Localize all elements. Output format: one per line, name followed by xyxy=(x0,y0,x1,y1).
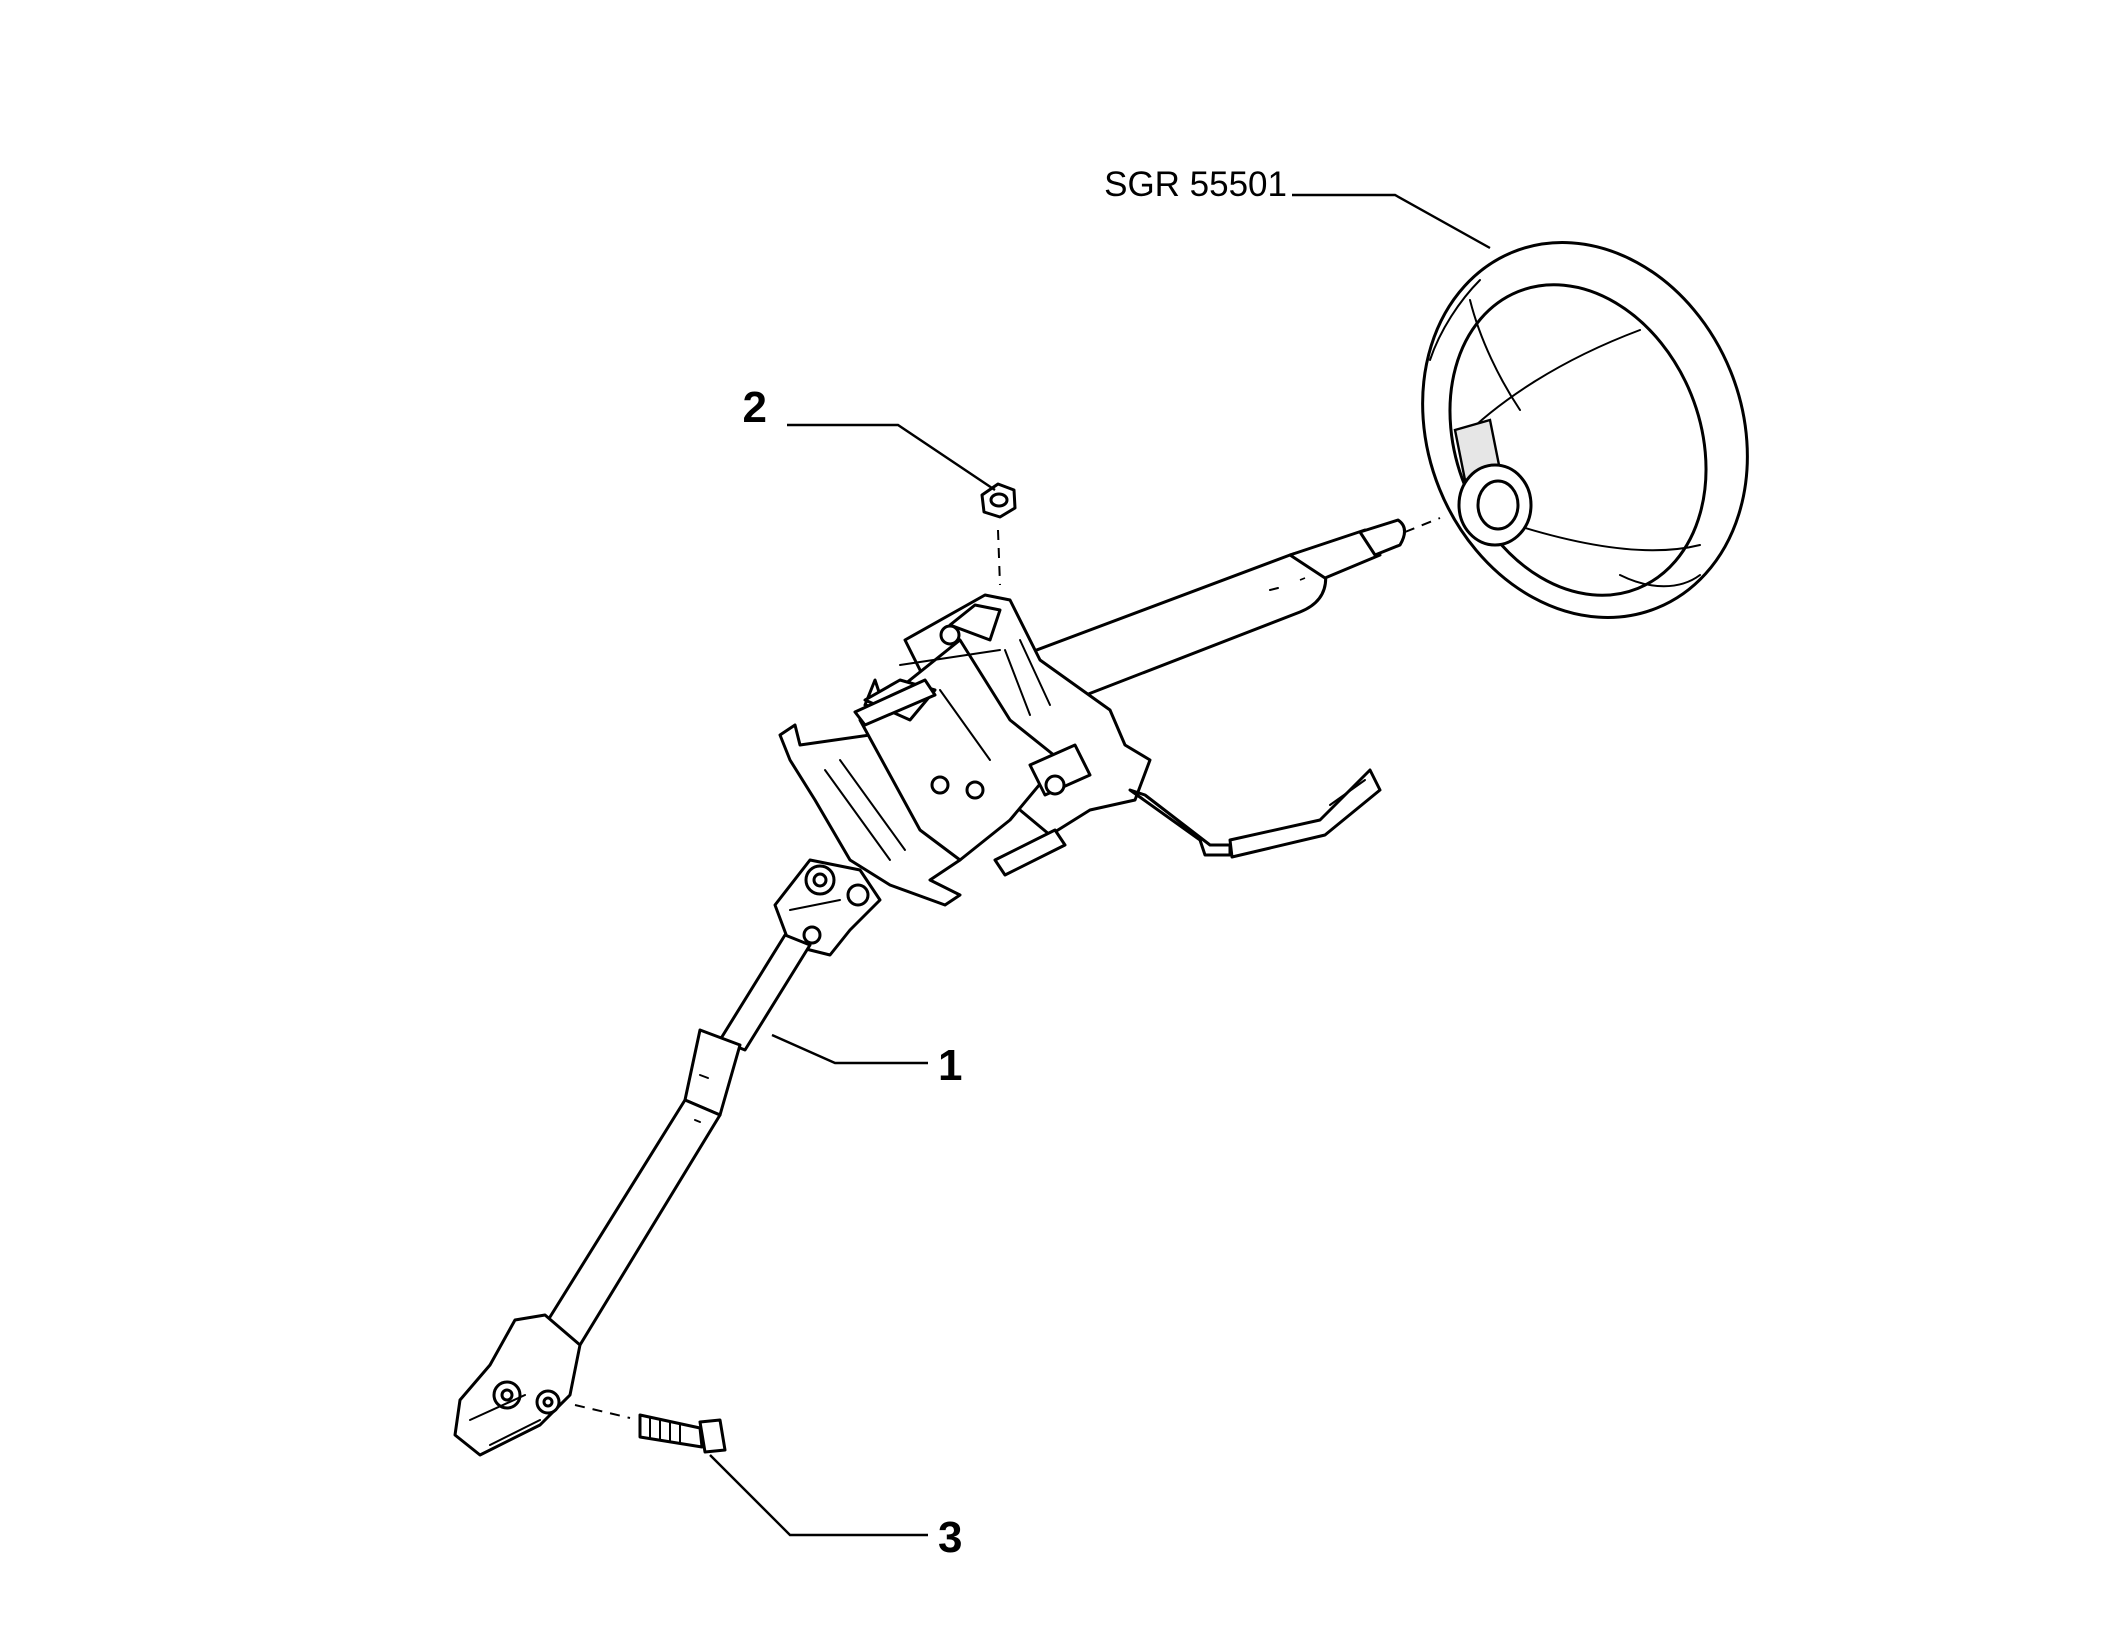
bolt-part-3 xyxy=(574,1404,727,1454)
leader-part-3 xyxy=(709,1454,928,1537)
leader-part-2 xyxy=(787,423,996,491)
callout-part-3: 3 xyxy=(938,1513,962,1562)
callout-part-1: 1 xyxy=(938,1041,962,1090)
callout-steering-wheel: SGR 55501 xyxy=(1104,165,1287,204)
callout-part-2: 2 xyxy=(743,383,767,432)
leader-lines xyxy=(709,193,1491,1537)
lower-universal-joint xyxy=(453,1313,582,1457)
nut-part-2 xyxy=(980,482,1017,586)
leader-part-1 xyxy=(771,1033,928,1065)
steering-wheel-drawing xyxy=(1421,241,1749,619)
bracket-straps xyxy=(853,678,1067,877)
leader-steering-wheel xyxy=(1292,193,1491,250)
steering-column-upper xyxy=(1008,517,1441,707)
upper-universal-joint xyxy=(773,858,882,957)
adjustment-lever xyxy=(1128,768,1382,859)
intermediate-shaft xyxy=(543,933,812,1347)
